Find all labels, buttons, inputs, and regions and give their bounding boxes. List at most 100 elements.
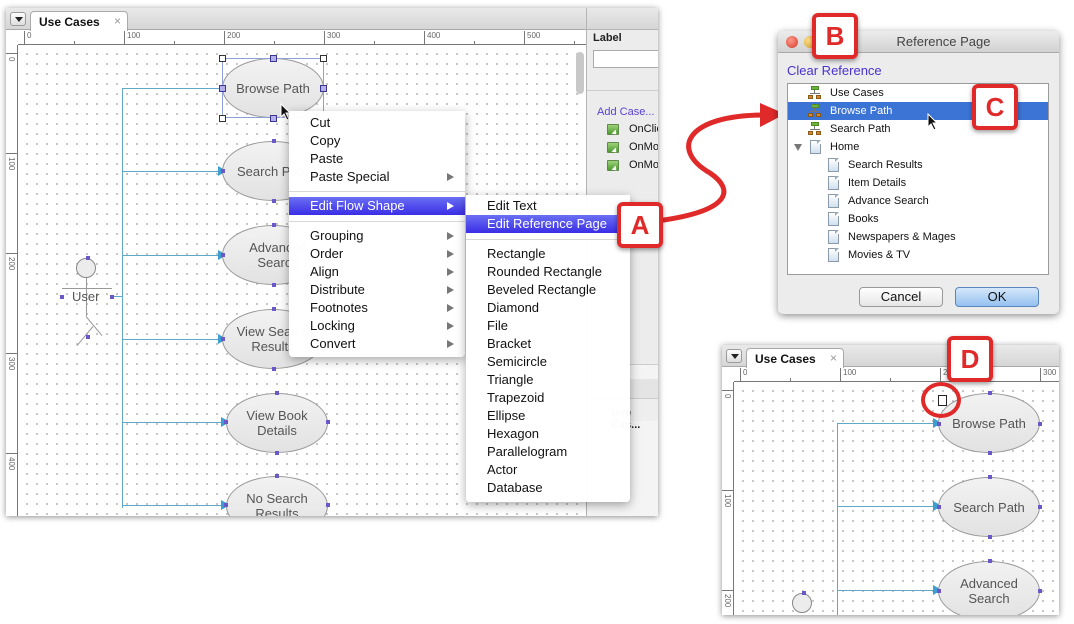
menu-item-ellipse[interactable]: Ellipse	[487, 408, 526, 423]
menu-item-triangle[interactable]: Triangle	[487, 372, 534, 387]
ruler-tick: 300	[1040, 368, 1056, 382]
ruler-tick: 300	[324, 31, 340, 45]
menu-item-rounded-rectangle[interactable]: Rounded Rectangle	[487, 264, 602, 279]
submenu-arrow-icon	[447, 202, 454, 210]
tab-label: Use Cases	[755, 352, 816, 366]
tab-bar: Use Cases ×	[6, 8, 586, 31]
callout-a: A	[617, 202, 663, 248]
submenu-arrow-icon	[447, 322, 454, 330]
menu-item-trapezoid[interactable]: Trapezoid	[487, 390, 545, 405]
ruler-tick: 100	[124, 31, 140, 45]
resize-handle[interactable]	[270, 115, 277, 122]
connector-line	[110, 296, 122, 297]
tab-dropdown-button[interactable]	[10, 12, 26, 26]
label-heading: Label	[593, 32, 622, 44]
tree-item-search-results[interactable]: Search Results	[788, 156, 1048, 174]
menu-item-grouping[interactable]: Grouping	[289, 227, 465, 245]
callout-b: B	[812, 13, 858, 59]
connector-trunk	[837, 423, 838, 615]
tree-item-home[interactable]: Home	[788, 138, 1048, 156]
tree-item-search-path[interactable]: Search Path	[788, 120, 1048, 138]
connector-trunk	[122, 88, 123, 508]
flow-shape-no-search-results[interactable]: No Search Results	[226, 476, 328, 516]
menu-item-cut[interactable]: Cut	[310, 115, 331, 130]
selection-box	[222, 58, 324, 118]
menu-item-convert[interactable]: Convert	[289, 335, 465, 353]
clear-reference-link[interactable]: Clear Reference	[787, 63, 882, 78]
page-icon	[828, 158, 839, 172]
menu-item-edit-text[interactable]: Edit Text	[487, 198, 537, 213]
menu-item-distribute[interactable]: Distribute	[289, 281, 465, 299]
resize-handle[interactable]	[320, 55, 327, 62]
actor-shape-user[interactable]	[792, 593, 812, 613]
menu-item-semicircle[interactable]: Semicircle	[487, 354, 547, 369]
add-case-link[interactable]: Add Case...	[597, 106, 655, 118]
callout-c: C	[972, 84, 1018, 130]
tree-item-item-details[interactable]: Item Details	[788, 174, 1048, 192]
tree-item-newspapers[interactable]: Newspapers & Mages	[788, 228, 1048, 246]
page-icon	[810, 140, 821, 154]
tab-dropdown-button[interactable]	[726, 349, 742, 363]
submenu-arrow-icon	[447, 232, 454, 240]
tab-label: Use Cases	[39, 15, 100, 29]
submenu-arrow-icon	[447, 173, 454, 181]
menu-item-parallelogram[interactable]: Parallelogram	[487, 444, 568, 459]
label-field[interactable]	[593, 50, 658, 68]
vertical-scrollbar[interactable]	[576, 52, 584, 94]
menu-item-beveled-rectangle[interactable]: Beveled Rectangle	[487, 282, 597, 297]
menu-item-actor[interactable]: Actor	[487, 462, 518, 477]
resize-handle[interactable]	[219, 85, 226, 92]
tab-use-cases[interactable]: Use Cases ×	[746, 348, 844, 368]
cursor-icon	[927, 113, 939, 131]
resize-handle[interactable]	[270, 55, 277, 62]
tree-item-books[interactable]: Books	[788, 210, 1048, 228]
tree-item-movies-tv[interactable]: Movies & TV	[788, 246, 1048, 264]
menu-item-file[interactable]: File	[487, 318, 508, 333]
close-icon[interactable]: ×	[113, 14, 121, 28]
resize-handle[interactable]	[320, 85, 327, 92]
vertical-ruler: 0 100 200 300 400	[6, 45, 18, 516]
close-window-button[interactable]	[786, 36, 798, 48]
ruler-tick: 200	[6, 253, 18, 270]
menu-item-hexagon[interactable]: Hexagon	[487, 426, 540, 441]
tree-item-advance-search[interactable]: Advance Search	[788, 192, 1048, 210]
menu-item-paste-special[interactable]: Paste Special	[289, 168, 465, 186]
connector-line	[122, 171, 222, 172]
menu-item-edit-flow-shape[interactable]: Edit Flow Shape	[289, 197, 465, 215]
tree-item-use-cases[interactable]: Use Cases	[788, 84, 1048, 102]
menu-item-edit-reference-page[interactable]: Edit Reference Page	[466, 215, 630, 233]
ruler-tick: 500	[524, 31, 540, 45]
context-menu: Cut Copy Paste Paste Special Edit Flow S…	[289, 111, 465, 357]
tab-bar: Use Cases ×	[722, 345, 1059, 368]
actor-shape-user[interactable]	[76, 258, 96, 278]
close-icon[interactable]: ×	[829, 351, 837, 365]
menu-item-copy[interactable]: Copy	[310, 133, 341, 148]
menu-item-diamond[interactable]: Diamond	[487, 300, 540, 315]
menu-item-align[interactable]: Align	[289, 263, 465, 281]
submenu-arrow-icon	[447, 340, 454, 348]
flow-shape-advanced-search[interactable]: Advanced Search	[938, 561, 1040, 615]
menu-item-paste[interactable]: Paste	[310, 151, 344, 166]
ruler-tick: 100	[840, 368, 856, 382]
menu-item-rectangle[interactable]: Rectangle	[487, 246, 546, 261]
ruler-tick: 400	[6, 453, 18, 470]
flow-shape-view-book-details[interactable]: View Book Details	[226, 393, 328, 453]
flow-shape-browse-path[interactable]: Browse Path	[222, 58, 324, 118]
connector-line	[122, 255, 222, 256]
page-icon	[828, 176, 839, 190]
cancel-button[interactable]: Cancel	[859, 287, 943, 307]
ok-button[interactable]: OK	[955, 287, 1039, 307]
menu-item-footnotes[interactable]: Footnotes	[289, 299, 465, 317]
tab-use-cases[interactable]: Use Cases ×	[30, 11, 128, 31]
connector-line	[837, 423, 937, 424]
flow-shape-search-path[interactable]: Search Path	[938, 477, 1040, 537]
menu-item-bracket[interactable]: Bracket	[487, 336, 532, 351]
ruler-tick: 300	[6, 353, 18, 370]
highlight-ring	[921, 382, 961, 418]
menu-item-locking[interactable]: Locking	[289, 317, 465, 335]
resize-handle[interactable]	[219, 55, 226, 62]
ruler-tick: 0	[740, 368, 747, 382]
menu-item-database[interactable]: Database	[487, 480, 543, 495]
menu-item-order[interactable]: Order	[289, 245, 465, 263]
resize-handle[interactable]	[219, 115, 226, 122]
